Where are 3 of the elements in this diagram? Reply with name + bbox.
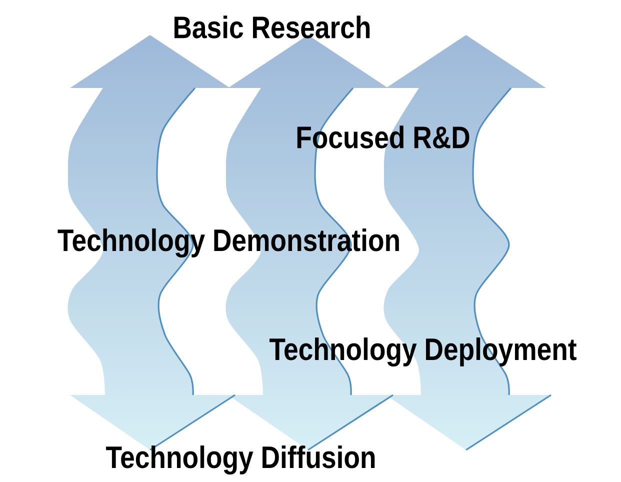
label: Technology Diffusion	[106, 445, 375, 475]
label: Technology Demonstration	[58, 228, 399, 258]
label: Basic Research	[174, 16, 370, 38]
